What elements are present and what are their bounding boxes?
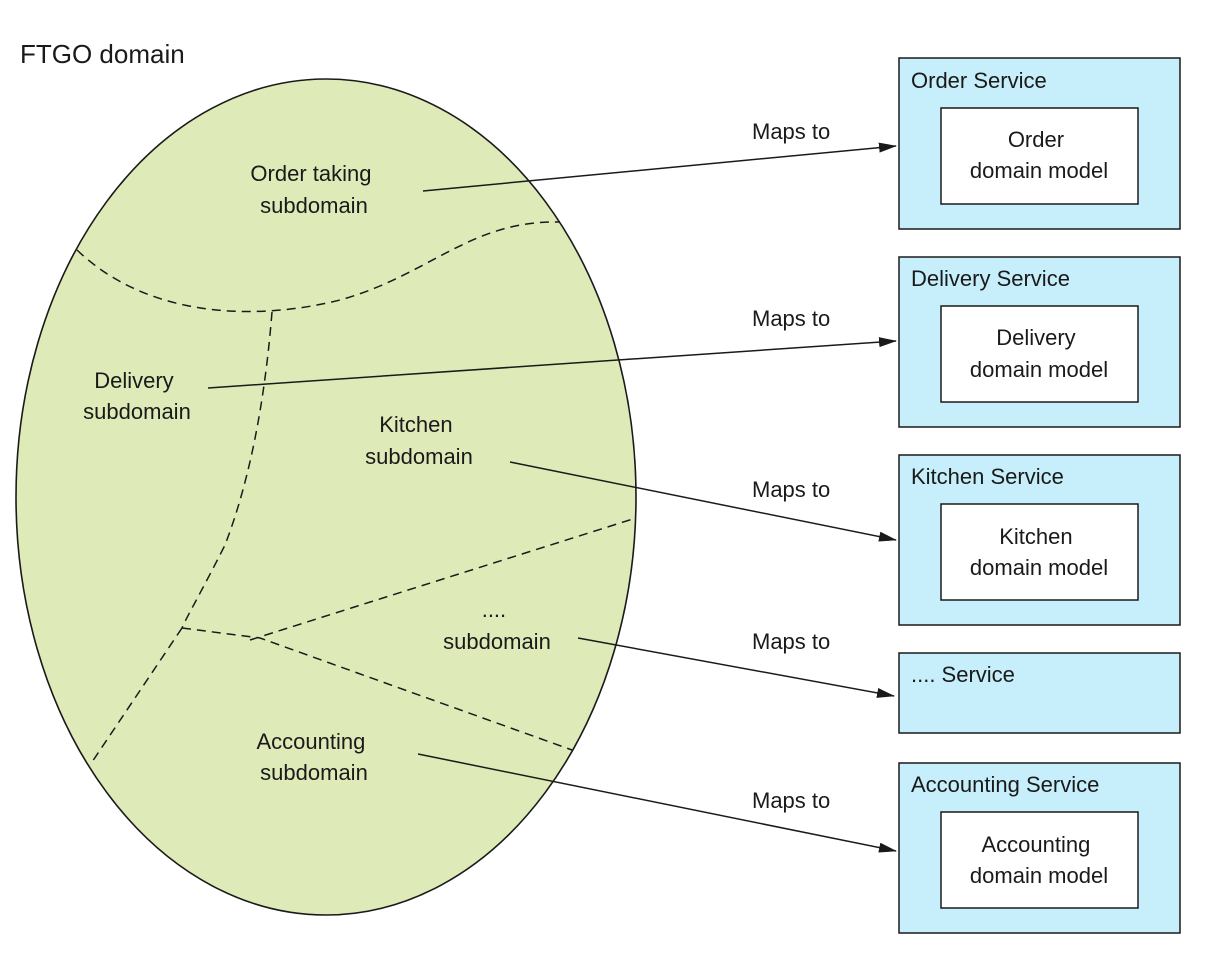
domain-title: FTGO domain	[20, 39, 185, 69]
subdomain-accounting-label: Accounting subdomain	[257, 729, 372, 785]
accounting-domain-model-label: Accounting domain model	[970, 832, 1108, 888]
subdomain-other-label: .... subdomain	[443, 597, 551, 654]
kitchen-service-box: Kitchen Service Kitchen domain model	[898, 454, 1181, 626]
arrow-delivery	[207, 337, 897, 389]
maps-to-label-delivery: Maps to	[752, 306, 830, 331]
subdomain-order-label: Order taking subdomain	[250, 161, 377, 218]
kitchen-service-title: Kitchen Service	[911, 464, 1064, 489]
arrow-accounting	[417, 753, 897, 853]
boundary-other-accounting	[181, 627, 573, 751]
maps-to-label-other: Maps to	[752, 629, 830, 654]
subdomain-delivery-label: Delivery subdomain	[83, 368, 191, 424]
accounting-domain-model-box	[940, 811, 1139, 909]
subdomain-kitchen-label: Kitchen subdomain	[365, 412, 473, 469]
maps-to-label-kitchen: Maps to	[752, 477, 830, 502]
other-service-container	[898, 652, 1181, 734]
delivery-domain-model-box	[940, 305, 1139, 403]
kitchen-domain-model-box	[940, 503, 1139, 601]
accounting-service-box: Accounting Service Accounting domain mod…	[898, 762, 1181, 934]
boundary-kitchen-other	[249, 517, 637, 641]
order-domain-model-box	[940, 107, 1139, 205]
other-service-box: .... Service	[898, 652, 1181, 734]
boundary-delivery-kitchen	[181, 311, 273, 629]
boundary-delivery-accounting	[89, 627, 183, 766]
arrow-other	[577, 637, 895, 698]
delivery-service-box: Delivery Service Delivery domain model	[898, 256, 1181, 428]
delivery-domain-model-label: Delivery domain model	[970, 325, 1108, 382]
maps-to-label-accounting: Maps to	[752, 788, 830, 813]
ftgo-domain-ellipse	[15, 78, 637, 916]
mapping-arrows	[207, 142, 897, 853]
arrow-order	[422, 142, 897, 192]
arrow-kitchen	[509, 461, 897, 542]
order-domain-model-label: Order domain model	[970, 127, 1108, 183]
delivery-service-title: Delivery Service	[911, 266, 1070, 291]
maps-to-label-order: Maps to	[752, 119, 830, 144]
order-service-title: Order Service	[911, 68, 1047, 93]
other-service-title: .... Service	[911, 662, 1015, 687]
accounting-service-title: Accounting Service	[911, 772, 1099, 797]
subdomain-boundaries	[76, 221, 637, 766]
kitchen-domain-model-label: Kitchen domain model	[970, 524, 1108, 580]
order-service-box: Order Service Order domain model	[898, 57, 1181, 230]
boundary-order	[76, 221, 561, 313]
